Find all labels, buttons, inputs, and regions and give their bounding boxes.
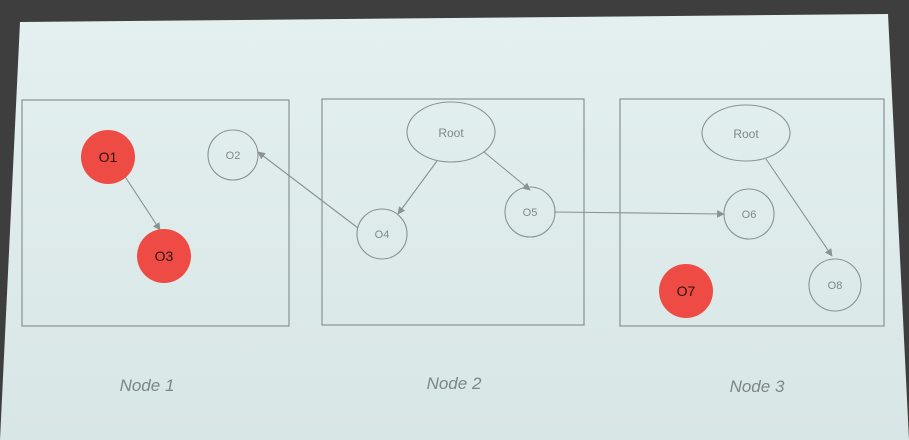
node-1-label: Node 1 [120, 376, 175, 395]
edge-o4-o2 [257, 151, 359, 229]
object-o7-label: O7 [677, 283, 696, 299]
edge-o5-o6 [553, 210, 725, 218]
object-o1-label: O1 [99, 149, 118, 165]
object-o4-label: O4 [375, 229, 390, 241]
object-o1[interactable]: O1 [81, 130, 135, 184]
object-root-node-2-label: Root [438, 126, 464, 140]
object-root-node-2[interactable]: Root [406, 101, 496, 163]
object-root-node-3-label: Root [733, 127, 759, 141]
object-o8-label: O8 [828, 280, 843, 292]
object-o6[interactable]: O6 [723, 188, 775, 240]
edge-root-o4 [397, 160, 438, 215]
edge-o1-o3 [123, 174, 161, 231]
object-o2[interactable]: O2 [207, 129, 259, 181]
object-o5-label: O5 [523, 207, 538, 219]
node-1-box [21, 99, 290, 327]
object-root-node-3[interactable]: Root [701, 104, 791, 162]
object-o5[interactable]: O5 [504, 186, 556, 238]
object-o2-label: O2 [226, 150, 241, 162]
object-o6-label: O6 [742, 209, 757, 221]
node-3-label: Node 3 [730, 377, 785, 396]
edge-root-o8 [765, 158, 833, 257]
object-o7[interactable]: O7 [659, 264, 713, 318]
node-2-label: Node 2 [427, 374, 482, 393]
object-o4[interactable]: O4 [356, 208, 408, 260]
object-o3[interactable]: O3 [137, 229, 191, 283]
edge-root-o5 [483, 151, 531, 191]
projection-screen [0, 14, 909, 440]
object-o3-label: O3 [155, 248, 174, 264]
object-o8[interactable]: O8 [808, 258, 862, 312]
